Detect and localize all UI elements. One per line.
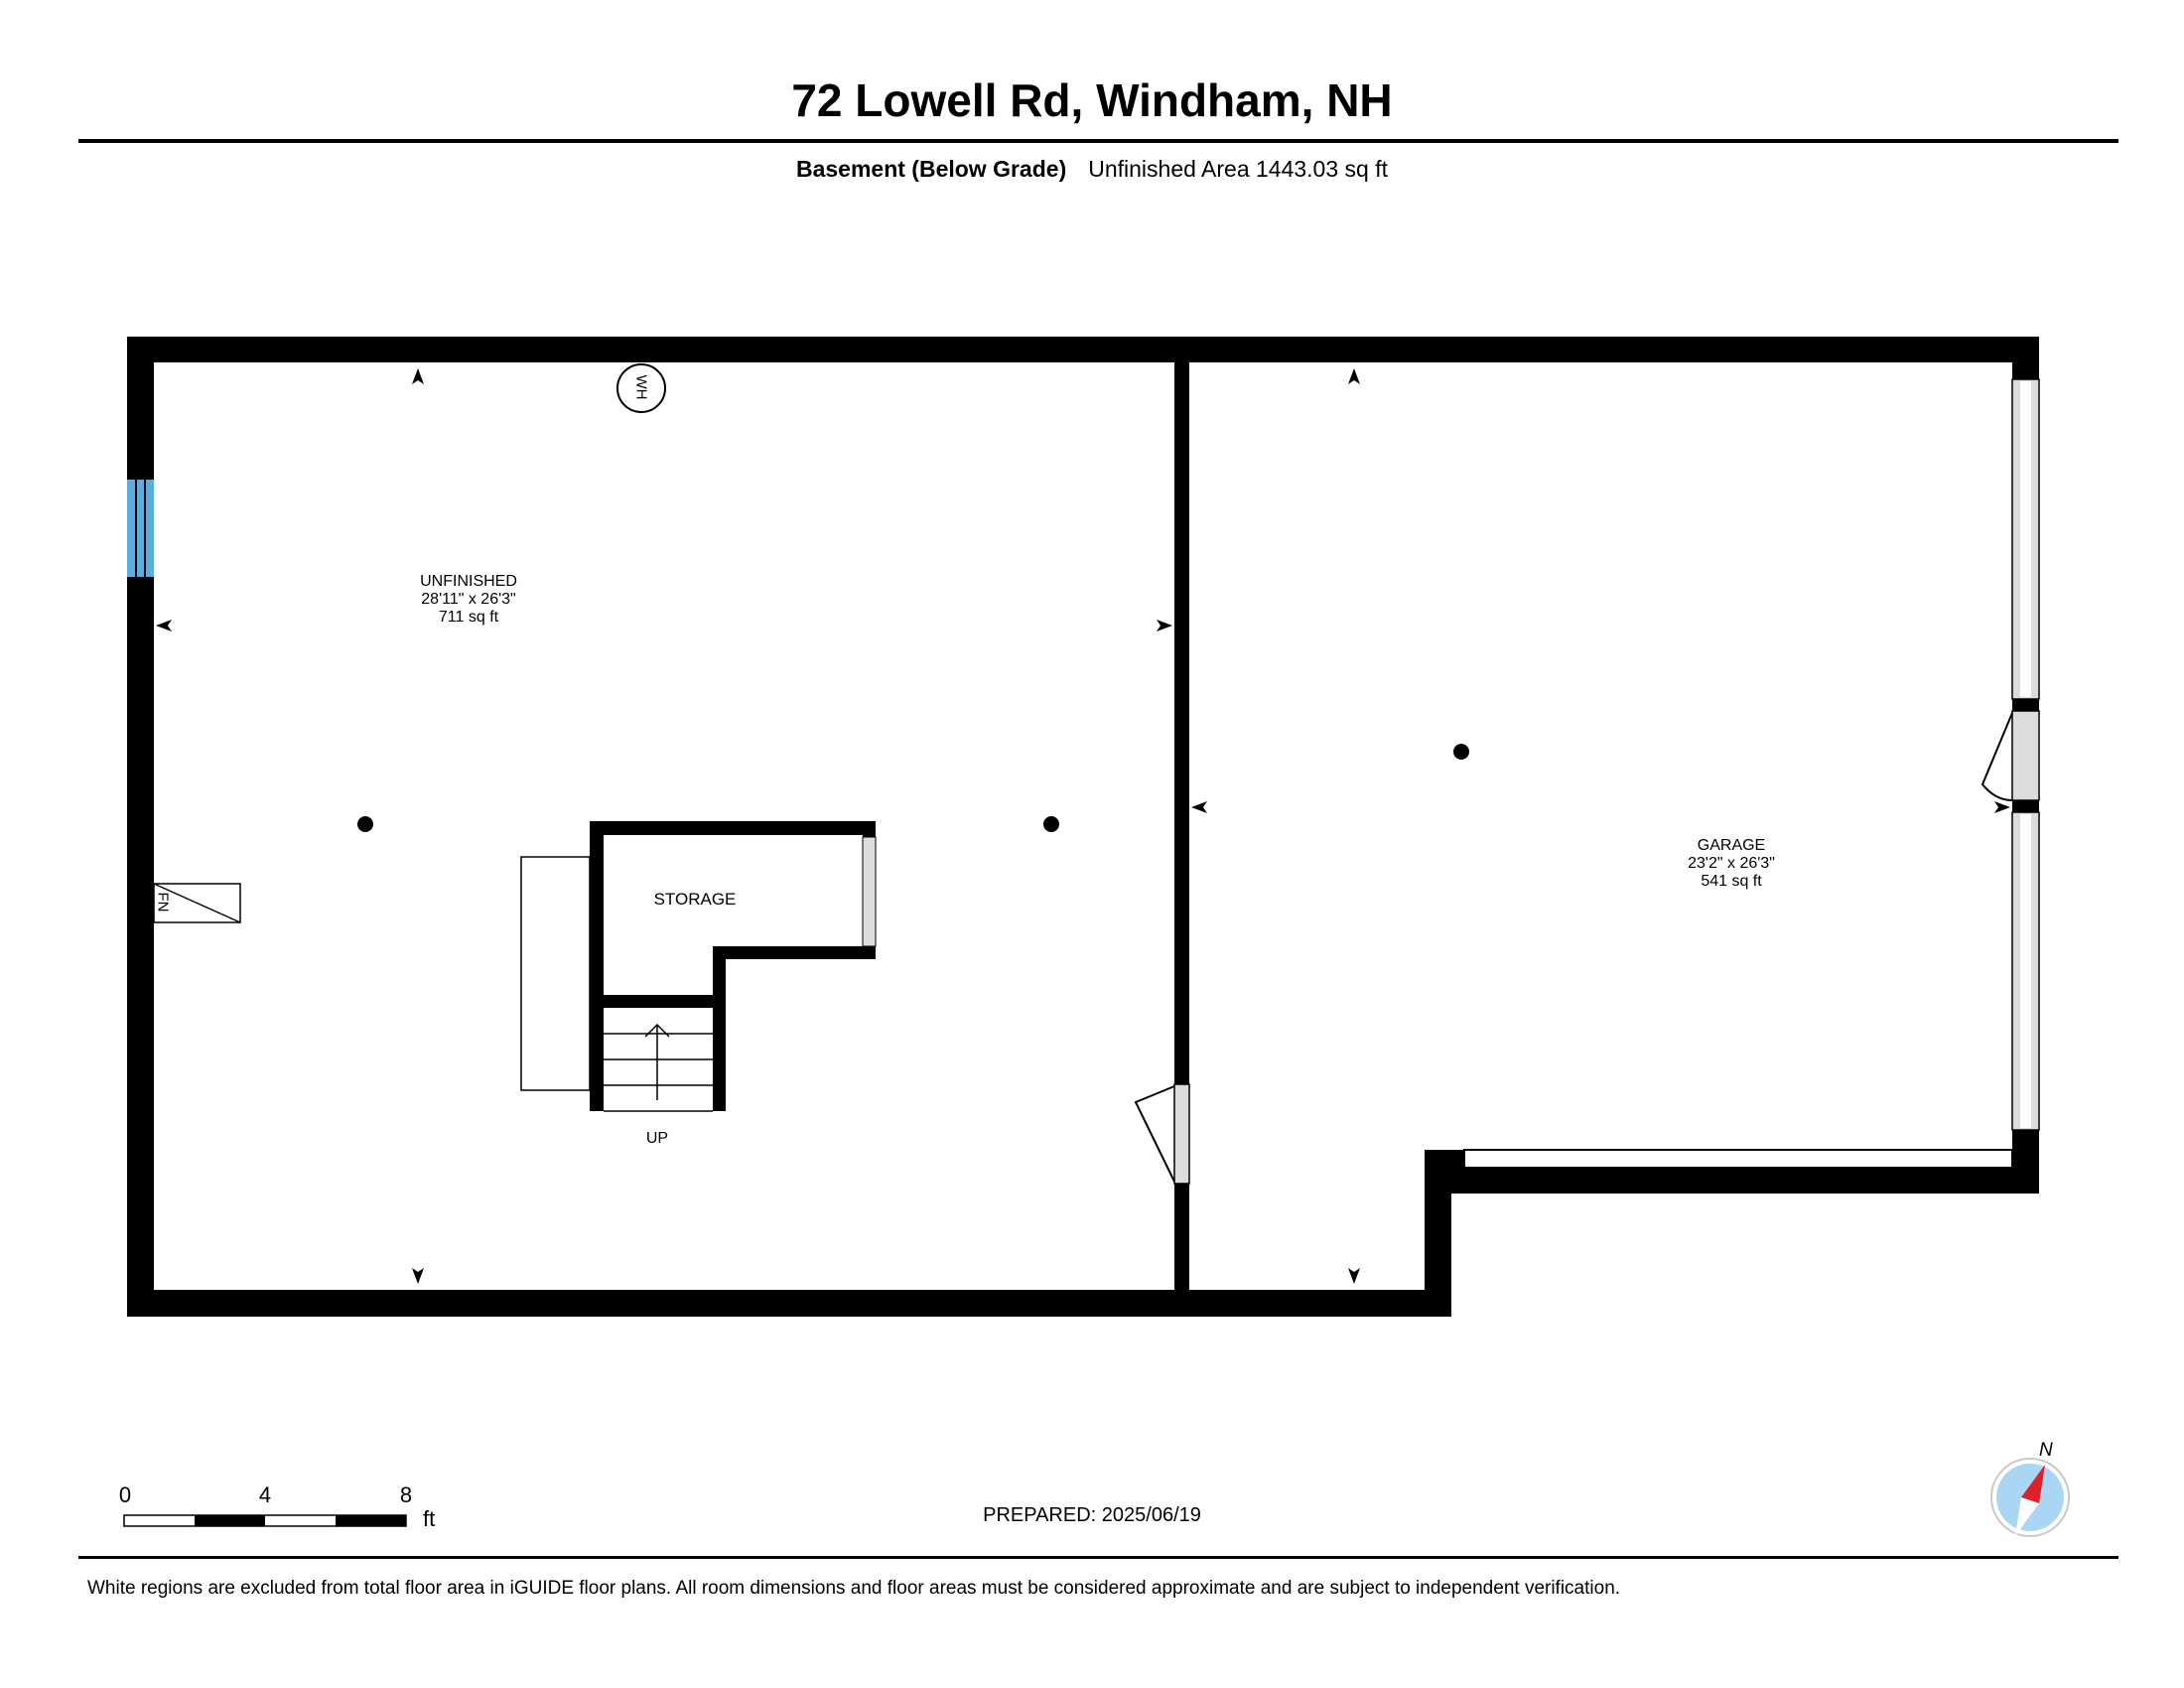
support-posts xyxy=(357,744,1469,832)
interior-door-opening xyxy=(1173,1083,1190,1185)
garage-entry-door xyxy=(2011,710,2040,801)
stair-landing xyxy=(520,856,591,1091)
room-label-garage: GARAGE 23'2" x 26'3" 541 sq ft xyxy=(1632,837,1831,891)
scale-bar-graphic xyxy=(123,1514,407,1527)
scale-tick-0: 0 xyxy=(118,1482,132,1507)
storage-wall-right-bottom xyxy=(863,946,876,959)
scale-unit: ft xyxy=(423,1506,436,1531)
room-name: GARAGE xyxy=(1697,837,1766,854)
marker-bottom-left xyxy=(412,1268,424,1284)
floor-summary: Basement (Below Grade) Unfinished Area 14… xyxy=(0,156,2184,183)
storage-walls xyxy=(590,821,876,1111)
compass-needle-north xyxy=(2021,1465,2045,1503)
marker-left-garage xyxy=(1191,801,1207,813)
post-1 xyxy=(357,816,373,832)
garage-door-openings-core xyxy=(2020,381,2031,1128)
wall-garage-step-top xyxy=(1425,1150,1464,1172)
stair-wall-top xyxy=(590,995,726,1008)
post-3 xyxy=(1453,744,1469,760)
scale-tick-8: 8 xyxy=(399,1482,413,1507)
storage-wall-bottom xyxy=(713,946,876,959)
post-2 xyxy=(1043,816,1059,832)
compass-north-label: N xyxy=(2039,1440,2053,1461)
plan-title: 72 Lowell Rd, Windham, NH xyxy=(791,74,1393,126)
wall-right-top xyxy=(2012,337,2039,379)
marker-bottom-garage xyxy=(1348,1268,1360,1284)
wall-left-lower xyxy=(127,577,154,1317)
wall-divider-upper xyxy=(1174,337,1189,1084)
wall-top xyxy=(127,337,2039,362)
room-dimensions: 28'11" x 26'3" xyxy=(421,591,516,608)
header-rule xyxy=(78,139,2118,143)
marker-right-garage xyxy=(1994,801,2010,813)
wall-left-upper xyxy=(127,337,154,480)
compass-icon xyxy=(1990,1458,2070,1537)
wall-right-mid xyxy=(2012,699,2039,711)
dimension-markers xyxy=(156,368,2010,1284)
compass-needle-south xyxy=(2015,1497,2039,1536)
marker-right-unfinished xyxy=(1157,620,1172,632)
room-dimensions: 23'2" x 26'3" xyxy=(1688,855,1775,872)
room-area: 541 sq ft xyxy=(1701,873,1762,890)
wall-divider-lower xyxy=(1174,1184,1189,1303)
stairs-up-label: UP xyxy=(645,1130,669,1147)
marker-top-garage xyxy=(1348,368,1360,384)
wall-right-bottom xyxy=(2012,1130,2039,1194)
room-area: 711 sq ft xyxy=(438,609,499,626)
prepared-date: PREPARED: 2025/06/19 xyxy=(983,1504,1201,1526)
stairs xyxy=(604,1023,713,1112)
wall-bottom xyxy=(127,1290,1451,1317)
garage-door-swing xyxy=(1980,712,2013,801)
outer-walls xyxy=(127,337,2039,1317)
interior-walls xyxy=(1174,337,1189,1303)
storage-opening xyxy=(862,836,877,947)
storage-wall-right-top xyxy=(863,821,876,837)
floor-name: Basement (Below Grade) xyxy=(795,156,1067,182)
footer-rule xyxy=(78,1556,2118,1559)
garage-step-outline xyxy=(1463,1149,2013,1169)
room-label-unfinished: UNFINISHED 28'11" x 26'3" 711 sq ft xyxy=(369,573,568,627)
room-name: UNFINISHED xyxy=(420,573,517,590)
area-summary: Unfinished Area 1443.03 sq ft xyxy=(1088,156,1388,182)
disclaimer: White regions are excluded from total fl… xyxy=(87,1578,1621,1599)
marker-top-left xyxy=(412,368,424,384)
interior-door-swing xyxy=(1134,1085,1175,1183)
wall-garage-step-vertical xyxy=(1425,1150,1451,1317)
room-label-storage: STORAGE xyxy=(653,890,737,909)
wall-garage-bottom xyxy=(1451,1168,2039,1194)
storage-wall-top xyxy=(590,821,876,835)
wall-right-mid2 xyxy=(2012,800,2039,812)
storage-wall-step xyxy=(713,946,726,1111)
water-heater-symbol xyxy=(616,363,666,413)
water-heater-label: WH xyxy=(632,374,650,400)
storage-wall-left xyxy=(590,821,604,1111)
stair-arrow-head xyxy=(644,1023,670,1038)
marker-left xyxy=(156,620,172,632)
furnace-symbol xyxy=(153,883,241,923)
scale-tick-4: 4 xyxy=(258,1482,272,1507)
window-left xyxy=(127,480,154,577)
furnace-label: FN xyxy=(154,892,172,913)
